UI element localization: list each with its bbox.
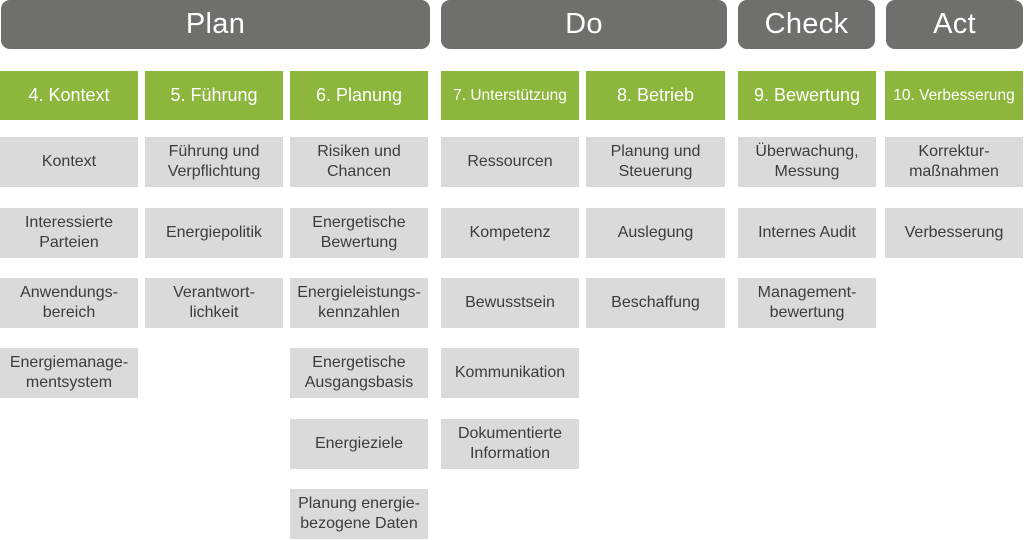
item-risiken-chancen: Risiken und Chancen <box>290 137 428 187</box>
clause-5-fuehrung: 5. Führung <box>145 71 283 120</box>
item-planung-steuerung: Planung und Steuerung <box>586 137 725 187</box>
clause-4-kontext: 4. Kontext <box>0 71 138 120</box>
phase-check-header: Check <box>738 0 875 49</box>
item-verbesserung: Verbesserung <box>885 208 1023 258</box>
item-energiepolitik: Energiepolitik <box>145 208 283 258</box>
item-kompetenz: Kompetenz <box>441 208 579 258</box>
item-ueberwachung-messung: Überwachung, Messung <box>738 137 876 187</box>
item-energieziele: Energieziele <box>290 419 428 469</box>
item-energiemanagementsystem: Energiemanage- mentsystem <box>0 348 138 398</box>
item-verantwortlichkeit: Verantwort- lichkeit <box>145 278 283 328</box>
clause-9-bewertung: 9. Bewertung <box>738 71 876 120</box>
item-managementbewertung: Management- bewertung <box>738 278 876 328</box>
item-ressourcen: Ressourcen <box>441 137 579 187</box>
item-beschaffung: Beschaffung <box>586 278 725 328</box>
clause-6-planung: 6. Planung <box>290 71 428 120</box>
item-kommunikation: Kommunikation <box>441 348 579 398</box>
item-energieleistungskennzahlen: Energieleistungs- kennzahlen <box>290 278 428 328</box>
item-auslegung: Auslegung <box>586 208 725 258</box>
item-planung-energiebezogene-daten: Planung energie- bezogene Daten <box>290 489 428 539</box>
item-anwendungsbereich: Anwendungs- bereich <box>0 278 138 328</box>
item-dokumentierte-information: Dokumentierte Information <box>441 419 579 469</box>
clause-7-unterstuetzung: 7. Unterstützung <box>441 71 579 120</box>
phase-act-header: Act <box>886 0 1023 49</box>
item-korrekturmassnahmen: Korrektur- maßnahmen <box>885 137 1023 187</box>
phase-plan-header: Plan <box>1 0 430 49</box>
item-kontext: Kontext <box>0 137 138 187</box>
item-interessierte-parteien: Interessierte Parteien <box>0 208 138 258</box>
item-bewusstsein: Bewusstsein <box>441 278 579 328</box>
item-energetische-bewertung: Energetische Bewertung <box>290 208 428 258</box>
phase-do-header: Do <box>441 0 727 49</box>
clause-8-betrieb: 8. Betrieb <box>586 71 725 120</box>
clause-10-verbesserung: 10. Verbesserung <box>885 71 1023 120</box>
item-fuehrung-verpflichtung: Führung und Verpflichtung <box>145 137 283 187</box>
item-energetische-ausgangsbasis: Energetische Ausgangsbasis <box>290 348 428 398</box>
item-internes-audit: Internes Audit <box>738 208 876 258</box>
